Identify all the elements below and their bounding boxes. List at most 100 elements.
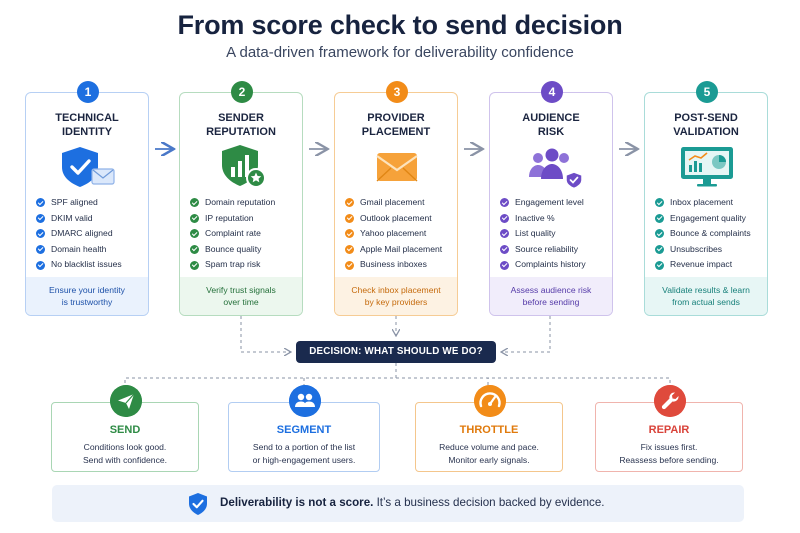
- check-icon: [655, 213, 664, 223]
- option-name: SEGMENT: [276, 424, 332, 436]
- checklist-item: Business inboxes: [345, 257, 442, 273]
- step-title-line: AUDIENCE: [522, 112, 580, 124]
- check-icon: [500, 213, 509, 223]
- step-checklist: Gmail placement Outlook placement Yahoo …: [345, 195, 442, 273]
- checklist-item: Gmail placement: [345, 195, 442, 211]
- checklist-label: Domain reputation: [205, 197, 276, 207]
- step-footer-line: over time: [223, 297, 259, 307]
- step-technical-identity: 1 TECHNICAL IDENTITY SPF aligned DKIM va…: [25, 81, 149, 316]
- step-footer-line: before sending: [522, 297, 580, 307]
- step-title-line: POST-SEND: [674, 112, 738, 124]
- checklist-item: Yahoo placement: [345, 226, 442, 242]
- option-repair: REPAIR Fix issues first. Reassess before…: [595, 385, 743, 472]
- checklist-item: Domain health: [36, 242, 122, 258]
- step-footer-line: Ensure your identity: [49, 285, 125, 295]
- option-name: REPAIR: [648, 424, 690, 436]
- checklist-label: IP reputation: [205, 212, 254, 223]
- step-footer: Ensure your identity is trustworthy: [26, 277, 148, 315]
- step-checklist: SPF aligned DKIM valid DMARC aligned Dom…: [36, 195, 122, 273]
- option-description-line: Send with confidence.: [82, 455, 168, 465]
- checklist-label: Inactive %: [515, 212, 555, 223]
- step-title-line: SENDER: [218, 112, 264, 124]
- checklist-label: Yahoo placement: [360, 228, 427, 239]
- checklist-item: Revenue impact: [655, 257, 751, 273]
- checklist-label: Business inboxes: [360, 259, 427, 270]
- checklist-item: DKIM valid: [36, 211, 122, 227]
- checklist-label: Source reliability: [515, 243, 579, 254]
- option-description-line: Reassess before sending.: [619, 455, 719, 465]
- users-icon: [289, 385, 321, 417]
- option-description-line: Monitor early signals.: [448, 455, 530, 465]
- checklist-label: No blacklist issues: [51, 259, 122, 270]
- checklist-item: Domain reputation: [190, 195, 275, 211]
- step-footer-line: is trustworthy: [61, 297, 113, 307]
- check-icon: [36, 260, 45, 270]
- step-title: POST-SEND VALIDATION: [645, 111, 767, 139]
- wrench-icon: [654, 385, 686, 417]
- step-footer-line: Check inbox placement: [351, 285, 441, 295]
- option-description: Send to a portion of the list or high-en…: [229, 441, 379, 467]
- check-icon: [36, 198, 45, 208]
- step-title: TECHNICAL IDENTITY: [26, 111, 148, 139]
- checklist-item: Inbox placement: [655, 195, 751, 211]
- step-title-line: PROVIDER: [367, 112, 425, 124]
- step-title-line: REPUTATION: [206, 126, 276, 138]
- checklist-label: Apple Mail placement: [360, 243, 443, 254]
- check-icon: [500, 198, 509, 208]
- step-title-line: VALIDATION: [673, 126, 739, 138]
- step-checklist: Inbox placement Engagement quality Bounc…: [655, 195, 751, 273]
- check-icon: [500, 260, 509, 270]
- checklist-item: No blacklist issues: [36, 257, 122, 273]
- monitor-chart-icon: [681, 147, 733, 187]
- step-footer: Validate results & learn from actual sen…: [645, 277, 767, 315]
- step-title: PROVIDER PLACEMENT: [335, 111, 457, 139]
- option-description-line: Send to a portion of the list: [252, 442, 356, 452]
- decision-outputs: [125, 363, 670, 396]
- option-description: Fix issues first. Reassess before sendin…: [596, 441, 742, 467]
- checklist-item: Source reliability: [500, 242, 586, 258]
- step-title: SENDER REPUTATION: [180, 111, 302, 139]
- banner-rest: It’s a business decision backed by evide…: [373, 496, 605, 509]
- checklist-item: Engagement level: [500, 195, 586, 211]
- option-segment: SEGMENT Send to a portion of the list or…: [228, 385, 380, 472]
- checklist-label: DKIM valid: [51, 212, 93, 223]
- check-icon: [36, 229, 45, 239]
- checklist-item: IP reputation: [190, 211, 275, 227]
- checklist-item: Outlook placement: [345, 211, 442, 227]
- step-sender-reputation: 2 SENDER REPUTATION Domain reputation IP…: [179, 81, 303, 316]
- page-title: From score check to send decision: [177, 10, 623, 40]
- banner-text: Deliverability is not a score. It’s a bu…: [220, 496, 605, 509]
- checklist-item: List quality: [500, 226, 586, 242]
- option-name: SEND: [109, 424, 141, 436]
- option-description: Reduce volume and pace. Monitor early si…: [416, 441, 562, 467]
- checklist-item: DMARC aligned: [36, 226, 122, 242]
- check-icon: [500, 245, 509, 255]
- gauge-icon: [474, 385, 506, 417]
- step-title-line: TECHNICAL: [55, 112, 119, 124]
- shield-check-icon: [189, 493, 207, 515]
- checklist-label: Unsubscribes: [670, 243, 723, 254]
- checklist-label: Spam trap risk: [205, 259, 261, 270]
- option-send: SEND Conditions look good. Send with con…: [51, 385, 199, 472]
- checklist-item: Inactive %: [500, 211, 586, 227]
- checklist-item: Bounce quality: [190, 242, 275, 258]
- page-subtitle: A data-driven framework for deliverabili…: [226, 44, 574, 61]
- checklist-label: Complaints history: [515, 259, 586, 270]
- checklist-label: Inbox placement: [670, 197, 734, 207]
- option-description-line: or high-engagement users.: [252, 455, 356, 465]
- checklist-item: Unsubscribes: [655, 242, 751, 258]
- checklist-item: Spam trap risk: [190, 257, 275, 273]
- checklist-label: Engagement level: [515, 197, 584, 207]
- check-icon: [655, 260, 664, 270]
- check-icon: [345, 229, 354, 239]
- step-provider-placement: 3 PROVIDER PLACEMENT Gmail placement Out…: [334, 81, 458, 316]
- step-footer: Verify trust signals over time: [180, 277, 302, 315]
- banner-emphasis: Deliverability is not a score.: [220, 496, 374, 509]
- checklist-label: Outlook placement: [360, 212, 432, 223]
- step-footer-line: Validate results & learn: [662, 285, 750, 295]
- step-footer: Check inbox placement by key providers: [335, 277, 457, 315]
- step-number-badge: 2: [231, 81, 253, 103]
- step-footer-line: Verify trust signals: [206, 285, 276, 295]
- checklist-label: DMARC aligned: [51, 228, 113, 239]
- check-icon: [345, 245, 354, 255]
